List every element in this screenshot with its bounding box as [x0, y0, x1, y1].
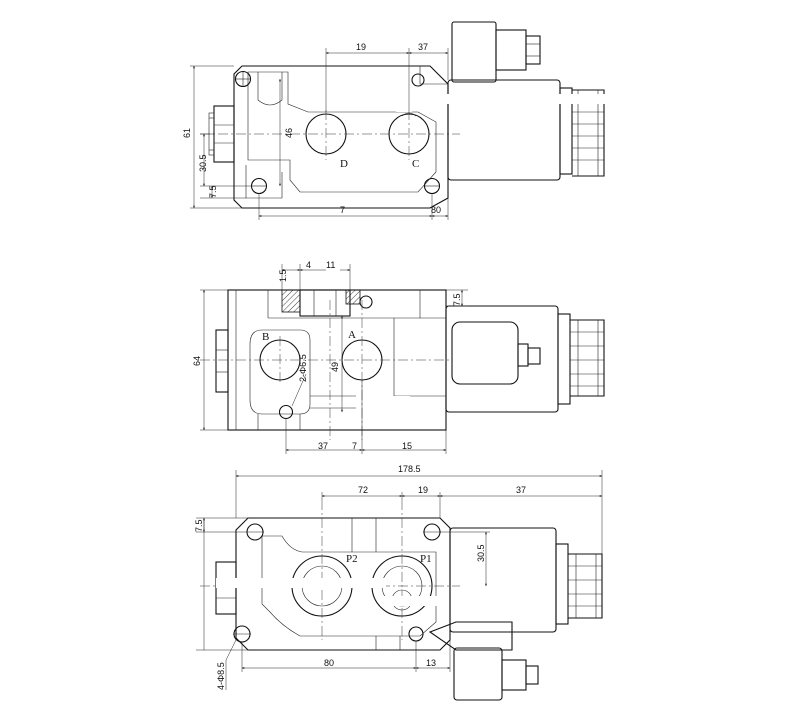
top-dim-19: 19 [356, 42, 366, 52]
port-label-c: C [412, 158, 419, 170]
bottom-dim-19: 19 [418, 485, 428, 495]
top-dim-7: 7 [340, 205, 345, 215]
middle-dim-11: 11 [326, 260, 335, 270]
middle-dim-15: 15 [402, 441, 412, 451]
middle-ports [200, 300, 452, 440]
middle-solenoid [445, 305, 605, 413]
middle-section-hatch [281, 289, 373, 317]
port-label-d: D [340, 158, 348, 170]
top-dim-7-5: 7.5 [208, 185, 218, 198]
port-label-a: A [348, 329, 356, 341]
bottom-photo-glare [216, 578, 440, 606]
top-dimensions [190, 48, 449, 220]
port-label-b: B [262, 331, 269, 343]
port-label-p1: P1 [420, 553, 432, 565]
top-view: D C [182, 21, 606, 236]
port-label-p2: P2 [346, 553, 358, 565]
top-dim-80: 80 [431, 205, 441, 215]
bottom-dim-13: 13 [426, 658, 436, 668]
bottom-ports [200, 500, 460, 640]
top-photo-glare [380, 88, 606, 236]
bottom-dim-7-5: 7.5 [194, 519, 204, 532]
bottom-dim-total: 178.5 [398, 464, 421, 474]
top-dim-61: 61 [182, 128, 192, 138]
bottom-mounting-holes [233, 523, 441, 643]
middle-dim-64: 64 [192, 356, 202, 366]
middle-dimensions [200, 264, 468, 454]
top-dim-46: 46 [284, 128, 294, 138]
middle-view: B A [192, 260, 605, 454]
bottom-dim-37: 37 [516, 485, 526, 495]
bottom-dim-holes: 4-Φ8.5 [216, 662, 226, 690]
bottom-dimensions [196, 470, 603, 690]
middle-dim-thread: 2-Φ6.5 [298, 354, 308, 382]
bottom-dim-80: 80 [324, 658, 334, 668]
bottom-view: P2 P1 [194, 464, 603, 701]
bottom-solenoid [449, 527, 603, 633]
middle-dim-49: 49 [330, 362, 340, 372]
middle-left-nut [215, 329, 229, 393]
top-solenoid [447, 79, 605, 181]
bottom-dim-72: 72 [358, 485, 368, 495]
middle-dim-7-5: 7.5 [452, 293, 462, 306]
middle-dim-37: 37 [318, 441, 328, 451]
top-mounting-holes [234, 70, 441, 195]
middle-photo-glare [326, 260, 410, 406]
top-dim-37: 37 [418, 42, 428, 52]
middle-dim-4: 4 [306, 260, 311, 270]
top-dim-30-5: 30.5 [198, 154, 208, 172]
middle-dim-7: 7 [352, 441, 357, 451]
bottom-connector-plug [428, 621, 539, 701]
top-ports [200, 110, 460, 160]
middle-dim-1-5: 1.5 [278, 269, 288, 282]
bottom-dim-30-5: 30.5 [476, 544, 486, 562]
top-connector-plug [451, 21, 541, 83]
